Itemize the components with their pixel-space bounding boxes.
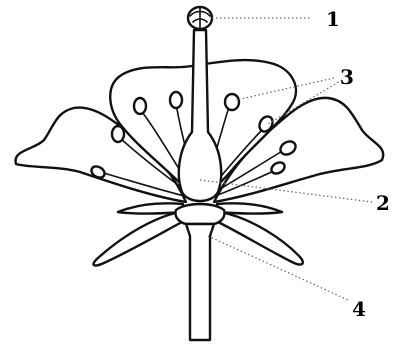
svg-text:3: 3: [340, 65, 354, 89]
sepal-right-small: [217, 203, 282, 213]
svg-text:2: 2: [376, 191, 390, 215]
label-3: 3: [340, 65, 354, 89]
sepal-right: [218, 212, 303, 264]
sepal-left: [93, 212, 182, 265]
sepal-left-small: [118, 203, 183, 213]
label-4: 4: [352, 297, 366, 321]
svg-text:1: 1: [326, 7, 340, 31]
flower-stalk: [186, 224, 214, 340]
stigma: [188, 7, 212, 29]
receptacle: [175, 204, 224, 224]
label-2: 2: [376, 191, 390, 215]
label-1: 1: [326, 7, 340, 31]
svg-text:4: 4: [352, 297, 366, 321]
